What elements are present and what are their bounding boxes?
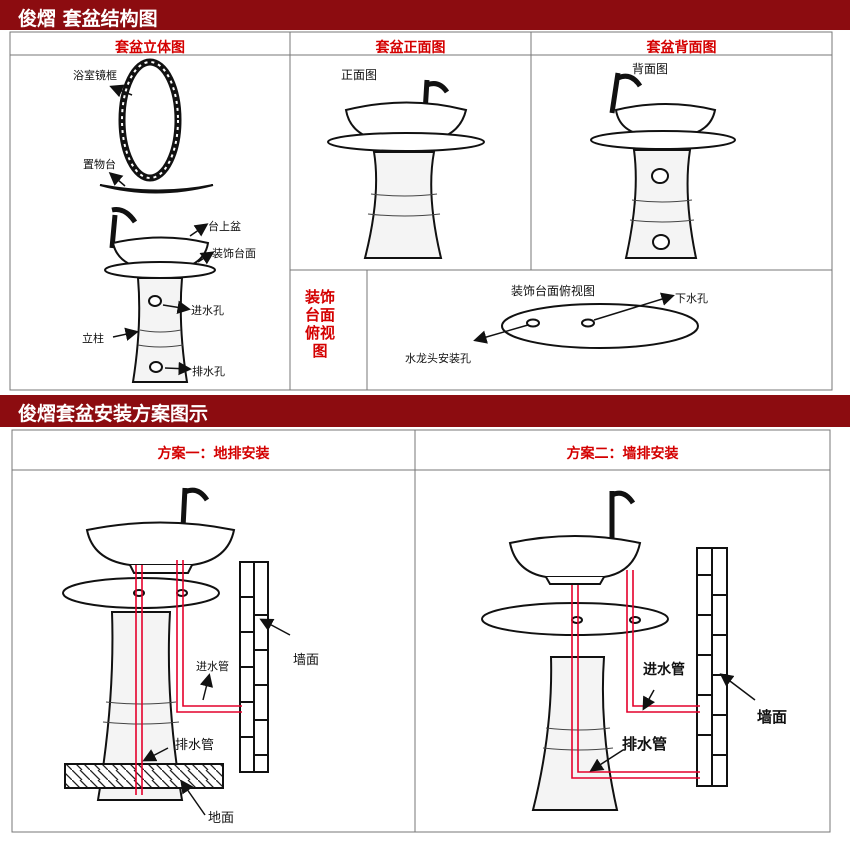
deco-top xyxy=(104,261,216,279)
plan1-pipes xyxy=(135,560,242,795)
deco-top-view xyxy=(501,303,699,349)
tab-3d-view: 套盆立体图 xyxy=(115,40,185,56)
label-back: 背面图 xyxy=(632,62,669,76)
plan1-pillar xyxy=(96,611,184,801)
plan1-leaders xyxy=(142,618,291,816)
back-pillar xyxy=(624,149,698,259)
plan2-label-wall: 墙面 xyxy=(757,708,788,726)
tab-front-view: 套盆正面图 xyxy=(375,40,446,56)
shelf xyxy=(99,184,214,194)
plan2-label-drain: 排水管 xyxy=(622,735,668,753)
section1-title: 俊熠 套盆结构图 xyxy=(18,8,158,30)
plan1-label-inlet: 进水管 xyxy=(196,660,229,673)
label-deco: 装饰台面 xyxy=(212,247,256,260)
plan2-pipes xyxy=(571,570,700,779)
plan1-floor xyxy=(64,763,224,789)
plan1-diagram xyxy=(62,487,236,801)
label-front: 正面图 xyxy=(341,68,378,82)
label-faucet-hole: 水龙头安装孔 xyxy=(405,352,471,365)
section2-banner: 俊熠套盆安装方案图示 xyxy=(0,395,850,427)
plan2-diagram xyxy=(481,490,669,811)
plan1-label-floor: 地面 xyxy=(208,811,235,826)
section2-grid xyxy=(11,429,831,833)
plan1-label-drain: 排水管 xyxy=(175,738,215,753)
label-top-view: 装饰台面俯视图 xyxy=(511,284,596,298)
stereo-leaders xyxy=(108,84,215,376)
deco-top-view-side-title: 装饰台面俯视图 xyxy=(304,288,335,360)
front-pillar xyxy=(363,151,443,259)
section1-banner: 俊熠 套盆结构图 xyxy=(0,0,850,30)
plan2-wall xyxy=(696,547,728,787)
mirror-frame xyxy=(118,58,182,182)
plan1-wall xyxy=(239,561,269,773)
label-inlet-hole: 进水孔 xyxy=(191,304,224,317)
plan2-basin xyxy=(508,535,642,578)
label-drain-hole: 排水孔 xyxy=(192,365,225,378)
tab-back-view: 套盆背面图 xyxy=(646,40,717,56)
label-shelf: 置物台 xyxy=(83,158,116,171)
plan2-pillar xyxy=(531,656,619,811)
plan1-title: 方案一：地排安装 xyxy=(157,446,270,462)
back-basin xyxy=(614,103,717,136)
plan2-leaders xyxy=(589,673,756,772)
plan2-label-inlet: 进水管 xyxy=(643,662,685,678)
stereo-view xyxy=(99,58,216,383)
label-mirror: 浴室镜框 xyxy=(73,69,117,82)
back-view xyxy=(590,72,736,259)
section1-grid xyxy=(9,31,833,391)
plan1-label-wall: 墙面 xyxy=(293,653,320,668)
plan2-title: 方案二：墙排安装 xyxy=(566,446,679,462)
label-pillar: 立柱 xyxy=(82,332,104,345)
plan1-basin xyxy=(85,521,236,566)
label-basin: 台上盆 xyxy=(208,220,241,233)
deco-top-leaders xyxy=(473,292,675,344)
front-basin xyxy=(344,101,468,141)
section2-title: 俊熠套盆安装方案图示 xyxy=(18,403,209,425)
label-drain: 下水孔 xyxy=(675,292,708,305)
front-view xyxy=(327,79,485,259)
